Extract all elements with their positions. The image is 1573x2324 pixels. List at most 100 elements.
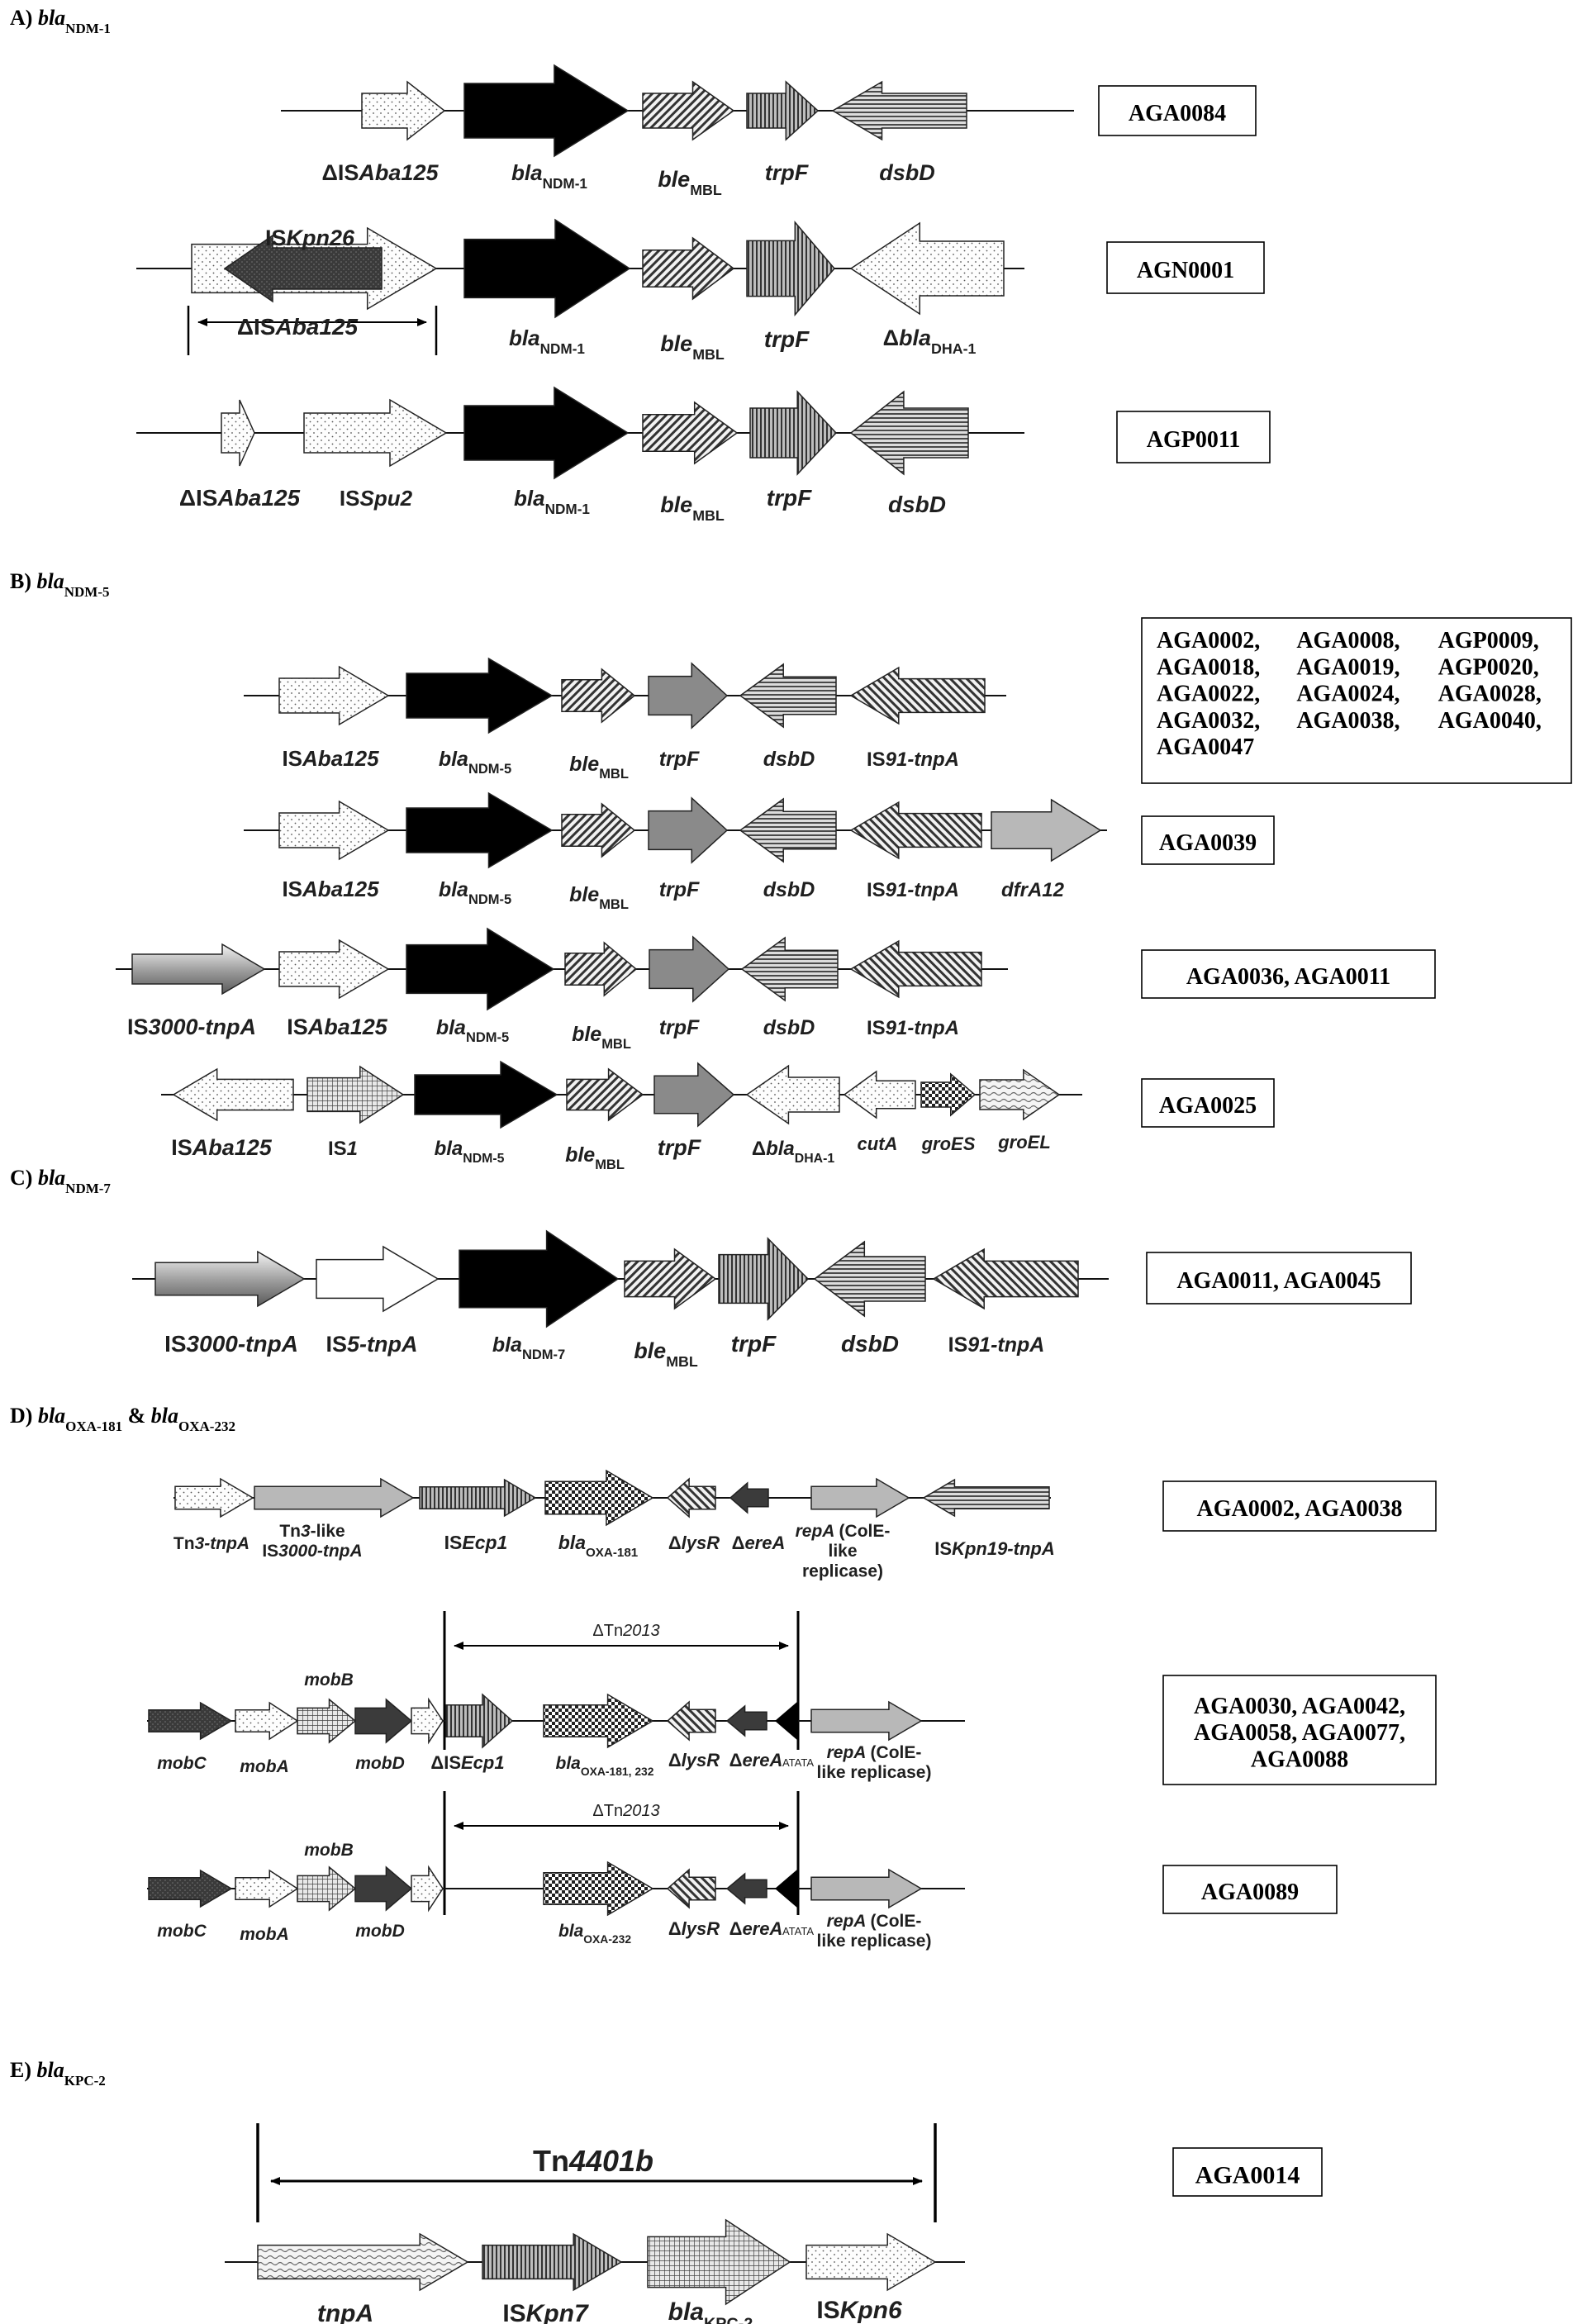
gene-arrow-trpf: [648, 796, 729, 864]
gene-label-is1: IS1: [328, 1138, 358, 1160]
gene-label-isaba125: ISAba125: [282, 877, 379, 901]
gene-arrow-dfra12: [991, 798, 1102, 863]
gene-label-dsbd: dsbD: [763, 878, 815, 901]
gene-label-delta-lysr: ΔlysR: [668, 1918, 720, 1939]
gene-label-mobd: mobD: [355, 1922, 405, 1941]
gene-label-isspu2: ISSpu2: [340, 486, 413, 511]
isolate-id: AGA0039: [1159, 830, 1257, 856]
isolate-id: AGA0030, AGA0042,: [1194, 1694, 1405, 1719]
isolate-id: AGA0058, AGA0077,: [1194, 1720, 1405, 1746]
gene-arrow-delta-lysr: [666, 1477, 716, 1518]
gene-arrow-dsbd: [739, 663, 837, 729]
isolate-box-b2: [1141, 815, 1275, 865]
gene-arrow-blaoxa-232: [543, 1861, 654, 1917]
gene-arrow-blembl: [642, 80, 735, 141]
gene-arrow-iskpn6: [806, 2232, 937, 2292]
isolate-box-e1: [1172, 2147, 1323, 2197]
gene-arrow-mobc: [148, 1869, 233, 1908]
gene-arrow-delta-lysr-3: [666, 1868, 716, 1909]
isolate-id: AGA0032,: [1157, 708, 1260, 734]
gene-label-atata: ATATA: [782, 1925, 814, 1937]
isolate-box-d2: [1162, 1675, 1437, 1785]
gene-arrow-groel: [979, 1068, 1061, 1121]
gene-label-delta-lysr: ΔlysR: [668, 1750, 720, 1770]
isolate-id: AGA0084: [1129, 101, 1226, 126]
gene-arrow-delta-erea-3: [725, 1872, 767, 1905]
isolate-id: AGA0038,: [1296, 708, 1400, 734]
isolate-box-d1: [1162, 1480, 1437, 1532]
gene-arrow-is91-tnpa: [849, 801, 982, 860]
isolate-id: AGA0002, AGA0038: [1197, 1496, 1403, 1522]
isolate-id: AGA0028,: [1438, 682, 1542, 707]
gene-label-blembl: bleMBL: [569, 753, 629, 782]
gene-arrow-trpf: [718, 1237, 810, 1321]
gene-arrow-trpf: [749, 390, 838, 476]
isolate-box-c1: [1146, 1252, 1412, 1305]
gene-label-trpf: trpF: [659, 1016, 700, 1039]
gene-label-delta-isaba125: ΔISAba125: [322, 160, 440, 185]
isolate-id: AGA0036, AGA0011: [1186, 964, 1390, 990]
gene-label-groel: groEL: [997, 1132, 1051, 1152]
gene-label-blandm-5: blaNDM-5: [439, 878, 511, 907]
gene-label-blaoxa-181: blaOXA-181: [558, 1532, 639, 1560]
gene-arrow-dsbd: [831, 80, 967, 141]
gene-label-delta-isaba125: ΔISAba125: [237, 314, 359, 340]
gene-label-dsbd: dsbD: [888, 492, 946, 517]
gene-label-delta-bladha-1: ΔblaDHA-1: [752, 1138, 835, 1166]
gene-label-delta-bladha-1: ΔblaDHA-1: [883, 326, 977, 357]
gene-arrow-delta-isaba125: [221, 399, 255, 467]
gene-label-dsbd: dsbD: [763, 748, 815, 771]
gene-label-trpf: trpF: [659, 878, 700, 901]
gene-label-is3000-tnpa: IS3000-tnpA: [127, 1015, 256, 1039]
gene-label-blembl: bleMBL: [565, 1143, 625, 1172]
gene-arrow-moba: [235, 1869, 299, 1908]
isolate-box-b3: [1141, 949, 1436, 999]
gene-label-isaba125: ISAba125: [282, 746, 379, 771]
gene-arrow-mobc: [148, 1701, 233, 1741]
isolate-id: AGA0047: [1157, 734, 1254, 760]
gene-label-cuta: cutA: [858, 1133, 898, 1154]
gene-arrow-blembl: [561, 802, 636, 858]
isolate-box-a1: [1098, 85, 1257, 136]
gene-label-delta-erea: ΔereA: [732, 1533, 786, 1553]
isolate-id: AGP0011: [1147, 427, 1241, 453]
section-heading-c: C) blaNDM-7: [10, 1166, 111, 1196]
gene-label-delta-erea: ΔereA: [729, 1750, 783, 1770]
gene-arrow-is3000-tnpa: [131, 943, 266, 996]
gene-arrow-isaba125: [172, 1067, 294, 1122]
gene-arrow-trpf: [653, 1062, 735, 1128]
gene-arrow-mobb: [297, 1698, 357, 1744]
section-heading-b: B) blaNDM-5: [10, 569, 110, 600]
gene-arrow-iskpn7: [482, 2232, 623, 2292]
section-heading-e: E) blaKPC-2: [10, 2058, 106, 2089]
isolate-id: AGA0025: [1159, 1093, 1257, 1119]
gene-arrow-trpf: [648, 662, 729, 730]
gene-label-isaba125: ISAba125: [171, 1135, 273, 1160]
gene-arrow-blandm-5: [406, 791, 554, 869]
gene-arrow-blaoxa-181: [544, 1469, 654, 1527]
gene-arrow-blembl: [566, 1067, 644, 1122]
gene-arrow-is91-tnpa: [849, 939, 982, 999]
gene-arrow-mobd: [354, 1865, 413, 1912]
gene-label-moba: mobA: [240, 1925, 289, 1944]
gene-label-blandm-1: blaNDM-1: [514, 486, 590, 517]
gene-label-atata: ATATA: [782, 1756, 814, 1769]
gene-label-blandm-5: blaNDM-5: [435, 1138, 505, 1166]
gene-label-mobb: mobB: [304, 1671, 354, 1690]
gene-label-trpf: trpF: [731, 1331, 777, 1357]
gene-arrow-repa: [810, 1477, 910, 1518]
gene-label-blembl: bleMBL: [572, 1023, 631, 1052]
gene-label-groes: groES: [921, 1133, 976, 1154]
gene-label-blembl: bleMBL: [660, 492, 725, 524]
gene-label-repa-cole-like-replicase: repA (ColE-like replicase): [817, 1912, 932, 1951]
gene-arrow-trpf: [746, 220, 835, 317]
gene-arrow-blembl: [561, 668, 636, 724]
gene-arrow-blembl: [642, 401, 739, 465]
gene-arrow-delta-lysr-2: [666, 1700, 716, 1742]
gene-arrow-dsbd: [849, 390, 969, 476]
isolate-id: AGA0011, AGA0045: [1176, 1268, 1381, 1294]
gene-arrow-is1: [307, 1065, 405, 1124]
gene-label-blandm-1: blaNDM-1: [509, 326, 585, 357]
